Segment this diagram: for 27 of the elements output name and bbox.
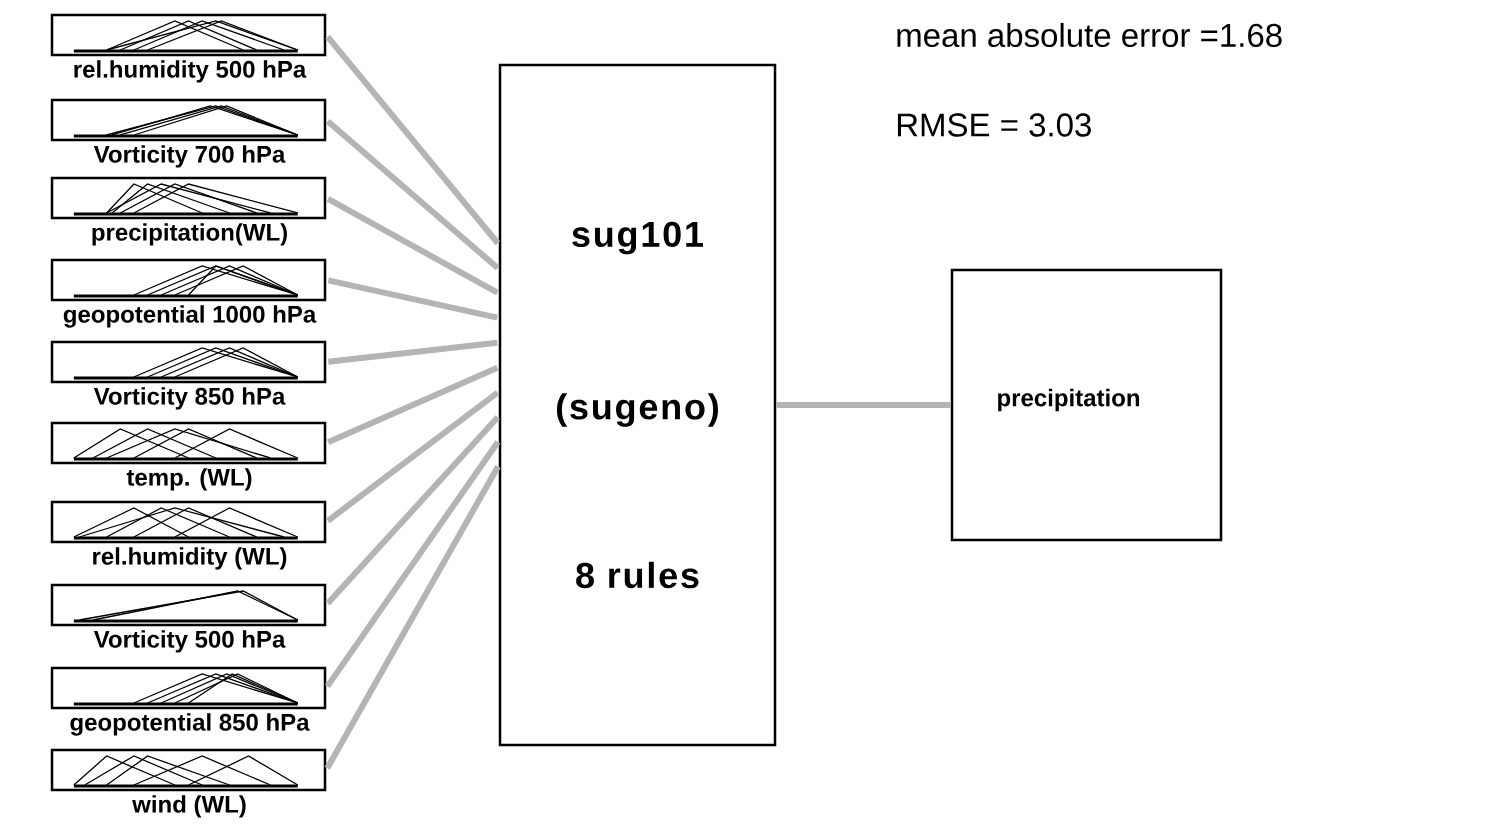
- input-label: Vorticity 850 hPa: [93, 387, 286, 410]
- connector-line: [327, 339, 498, 365]
- input-label: temp. (WL): [126, 468, 252, 491]
- connector-line: [324, 465, 501, 770]
- system-text: (sugeno): [557, 393, 718, 427]
- input-label: Vorticity 500 hPa: [93, 630, 286, 653]
- input-label: Vorticity 700 hPa: [93, 145, 286, 168]
- connector-line: [327, 277, 498, 321]
- metric-text: RMSE = 3.03: [897, 113, 1091, 137]
- input-label: rel.humidity 500 hPa: [74, 60, 307, 83]
- connector-line: [326, 364, 499, 445]
- input-label: geopotential 1000 hPa: [63, 305, 317, 328]
- connector-line: [326, 196, 499, 296]
- connector-line: [325, 34, 501, 246]
- system-text: sug101: [572, 221, 703, 255]
- input-label: precipitation(WL): [92, 223, 287, 246]
- input-label: rel.humidity (WL): [93, 547, 287, 570]
- connector-line: [325, 119, 500, 271]
- connector-line: [326, 390, 500, 524]
- connector-line: [324, 440, 501, 689]
- system-text: 8 rules: [576, 561, 699, 589]
- metric-text: mean absolute error =1.68: [897, 22, 1282, 48]
- input-label: geopotential 850 hPa: [70, 713, 310, 736]
- output-box: precipitation: [950, 268, 1223, 542]
- connector-line: [776, 402, 951, 408]
- connector-line: [325, 415, 500, 606]
- input-label: wind (WL): [132, 795, 246, 818]
